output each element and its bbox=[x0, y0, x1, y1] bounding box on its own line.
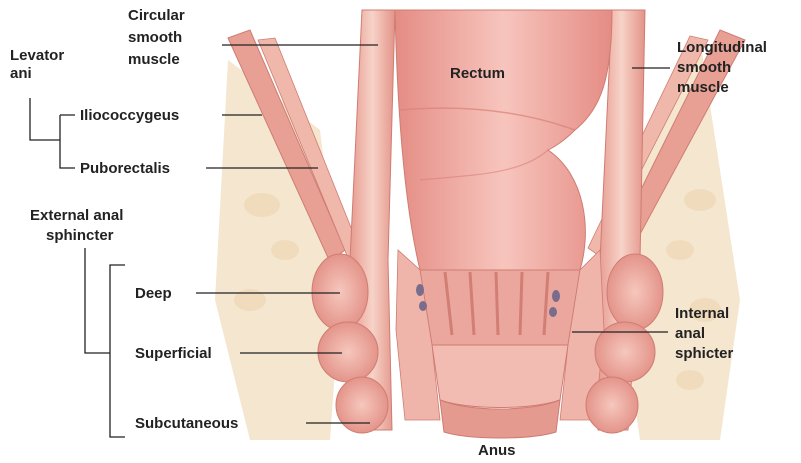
label-longitudinal-line-3: muscle bbox=[677, 79, 729, 96]
label-circular-smooth-muscle: Circular smooth muscle bbox=[128, 7, 189, 68]
label-iliococcygeus: Iliococcygeus bbox=[80, 107, 179, 124]
label-levator-line-2: ani bbox=[10, 65, 32, 82]
label-external-line-1: External anal bbox=[30, 207, 123, 224]
label-anus: Anus bbox=[478, 442, 516, 459]
label-circular-line-3: muscle bbox=[128, 51, 180, 68]
label-deep: Deep bbox=[135, 285, 172, 302]
label-levator-ani: Levator ani bbox=[10, 47, 68, 82]
label-subcutaneous: Subcutaneous bbox=[135, 415, 238, 432]
label-circular-line-1: Circular bbox=[128, 7, 185, 24]
label-levator-line-1: Levator bbox=[10, 47, 64, 64]
label-superficial: Superficial bbox=[135, 345, 212, 362]
label-external-anal-sphincter: External anal sphincter bbox=[30, 207, 128, 244]
label-longitudinal-line-2: smooth bbox=[677, 59, 731, 76]
label-internal-line-3: sphicter bbox=[675, 345, 734, 362]
label-external-line-2: sphincter bbox=[46, 227, 114, 244]
label-circular-line-2: smooth bbox=[128, 29, 182, 46]
rectum-lumen bbox=[395, 10, 612, 270]
label-puborectalis: Puborectalis bbox=[80, 160, 170, 177]
label-rectum: Rectum bbox=[450, 65, 505, 82]
label-longitudinal-smooth-muscle: Longitudinal smooth muscle bbox=[677, 39, 771, 96]
label-internal-line-1: Internal bbox=[675, 305, 729, 322]
label-longitudinal-line-1: Longitudinal bbox=[677, 39, 767, 56]
label-internal-line-2: anal bbox=[675, 325, 705, 342]
